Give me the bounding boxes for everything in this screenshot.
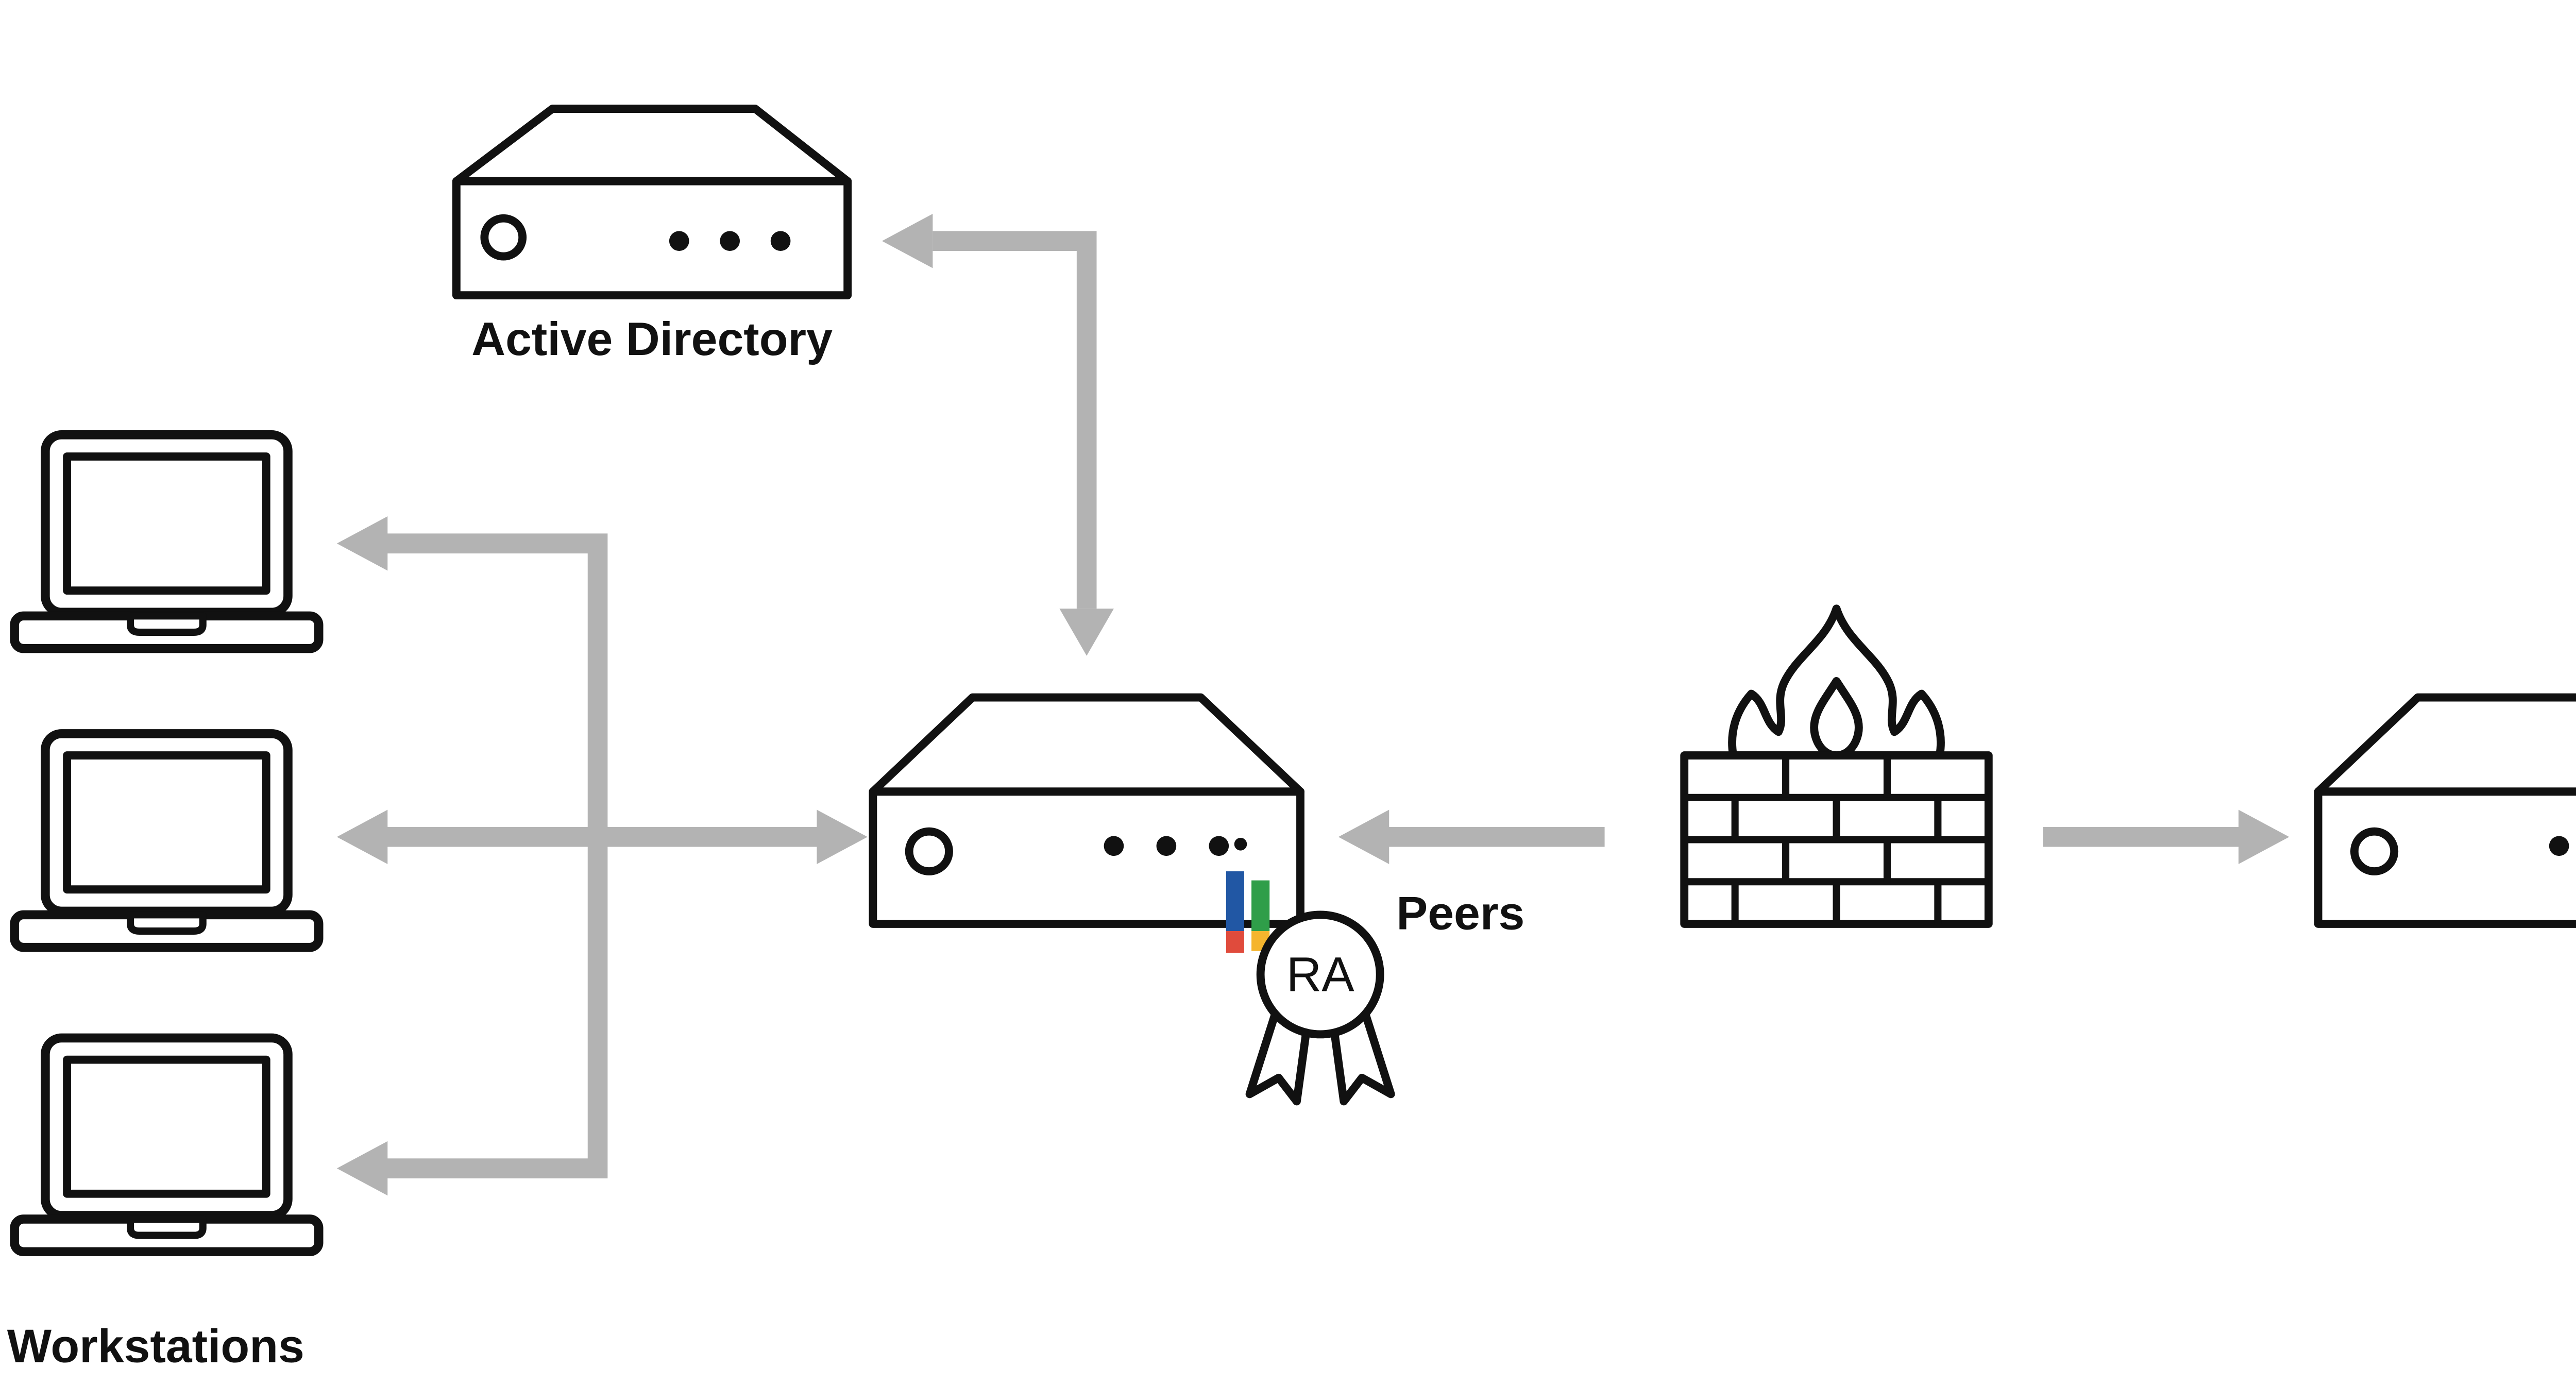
arrowhead-left-icon	[336, 809, 388, 864]
edge-line	[933, 231, 1097, 609]
edge-workstations-to-ra	[336, 516, 868, 1196]
node-firewall	[1680, 604, 1993, 928]
cert-bar-blue	[1226, 871, 1245, 932]
arrowhead-left-icon	[336, 1141, 388, 1196]
edge-firewall-to-ca	[2043, 809, 2290, 864]
ra-badge-label: RA	[1286, 947, 1355, 1002]
workstations-label: Workstations	[7, 1320, 304, 1373]
edge-ra-to-active-directory	[882, 213, 1114, 656]
server-led-dot	[720, 231, 740, 251]
server-lid	[452, 105, 852, 185]
arrowhead-left-icon	[882, 213, 933, 268]
rosette-ribbon-badge-icon	[1250, 915, 1391, 1101]
server-icon	[2318, 698, 2576, 924]
cert-bar-red	[1226, 931, 1245, 953]
laptop-icon	[14, 734, 319, 948]
laptop-icon	[14, 435, 319, 649]
node-ra-server: RA	[873, 698, 1391, 1102]
server-led-dot	[770, 231, 791, 251]
edges-layer	[336, 213, 2290, 1196]
edge-firewall-to-ra	[1338, 809, 1605, 864]
arrowhead-right-icon	[817, 809, 868, 864]
node-ca-server: CA	[2318, 698, 2576, 1102]
peers-label: Peers	[1396, 887, 1524, 940]
active-directory-label: Active Directory	[471, 313, 833, 365]
node-active-directory	[452, 105, 852, 300]
laptop-icon	[14, 1038, 319, 1252]
server-power-button	[480, 214, 527, 261]
node-workstations	[14, 435, 319, 1252]
arrowhead-right-icon	[2238, 809, 2290, 864]
arrowhead-down-icon	[1059, 609, 1114, 656]
brick-mortar-lines	[1684, 755, 1989, 924]
cert-bar-green	[1251, 880, 1270, 932]
arrowhead-left-icon	[1338, 809, 1389, 864]
arrowhead-left-icon	[336, 516, 388, 571]
server-led-dot	[669, 231, 689, 251]
edge-line	[385, 533, 608, 1178]
